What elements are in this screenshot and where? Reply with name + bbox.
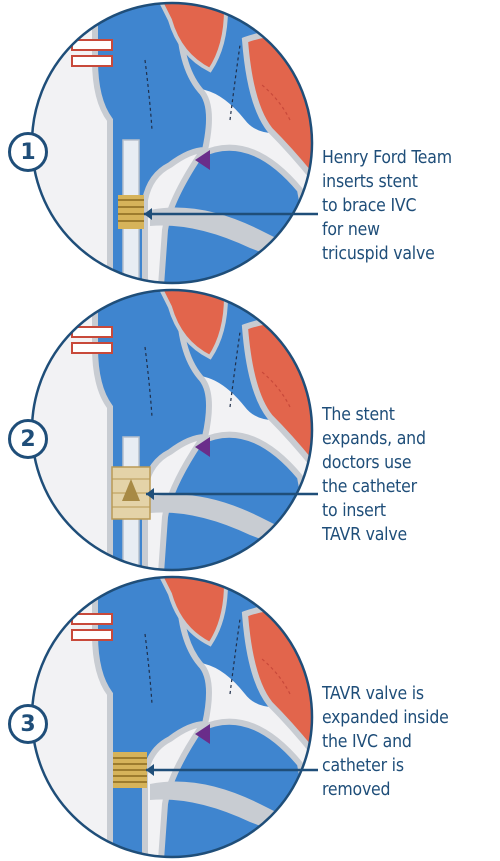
caption-line: inserts stent bbox=[322, 170, 498, 194]
step-3-panel: 3 TAVR valve is expanded inside the IVC … bbox=[0, 574, 500, 861]
caption-line: expanded inside bbox=[322, 706, 498, 730]
caption-line: Henry Ford Team bbox=[322, 146, 498, 170]
caption-line: for new bbox=[322, 218, 498, 242]
caption-line: expands, and bbox=[322, 427, 498, 451]
step-number-1: 1 bbox=[8, 132, 48, 172]
caption-line: the catheter bbox=[322, 475, 498, 499]
step-number-3: 3 bbox=[8, 704, 48, 744]
caption-line: TAVR valve bbox=[322, 523, 498, 547]
step-3-caption: TAVR valve is expanded inside the IVC an… bbox=[322, 682, 498, 802]
caption-line: the IVC and bbox=[322, 730, 498, 754]
caption-line: TAVR valve is bbox=[322, 682, 498, 706]
caption-line: tricuspid valve bbox=[322, 242, 498, 266]
caption-line: catheter is bbox=[322, 754, 498, 778]
step-1-panel: 1 Henry Ford Team inserts stent to brace… bbox=[0, 0, 500, 287]
caption-line: to insert bbox=[322, 499, 498, 523]
expanded-stent-2 bbox=[112, 467, 150, 519]
step-2-caption: The stent expands, and doctors use the c… bbox=[322, 403, 498, 547]
step-2-panel: 2 The stent expands, and doctors use the… bbox=[0, 287, 500, 574]
stent-1 bbox=[118, 195, 144, 229]
caption-line: doctors use bbox=[322, 451, 498, 475]
caption-line: removed bbox=[322, 778, 498, 802]
caption-line: The stent bbox=[322, 403, 498, 427]
tavr-valve-3 bbox=[113, 752, 147, 788]
step-number-2: 2 bbox=[8, 419, 48, 459]
step-1-caption: Henry Ford Team inserts stent to brace I… bbox=[322, 146, 498, 266]
caption-line: to brace IVC bbox=[322, 194, 498, 218]
